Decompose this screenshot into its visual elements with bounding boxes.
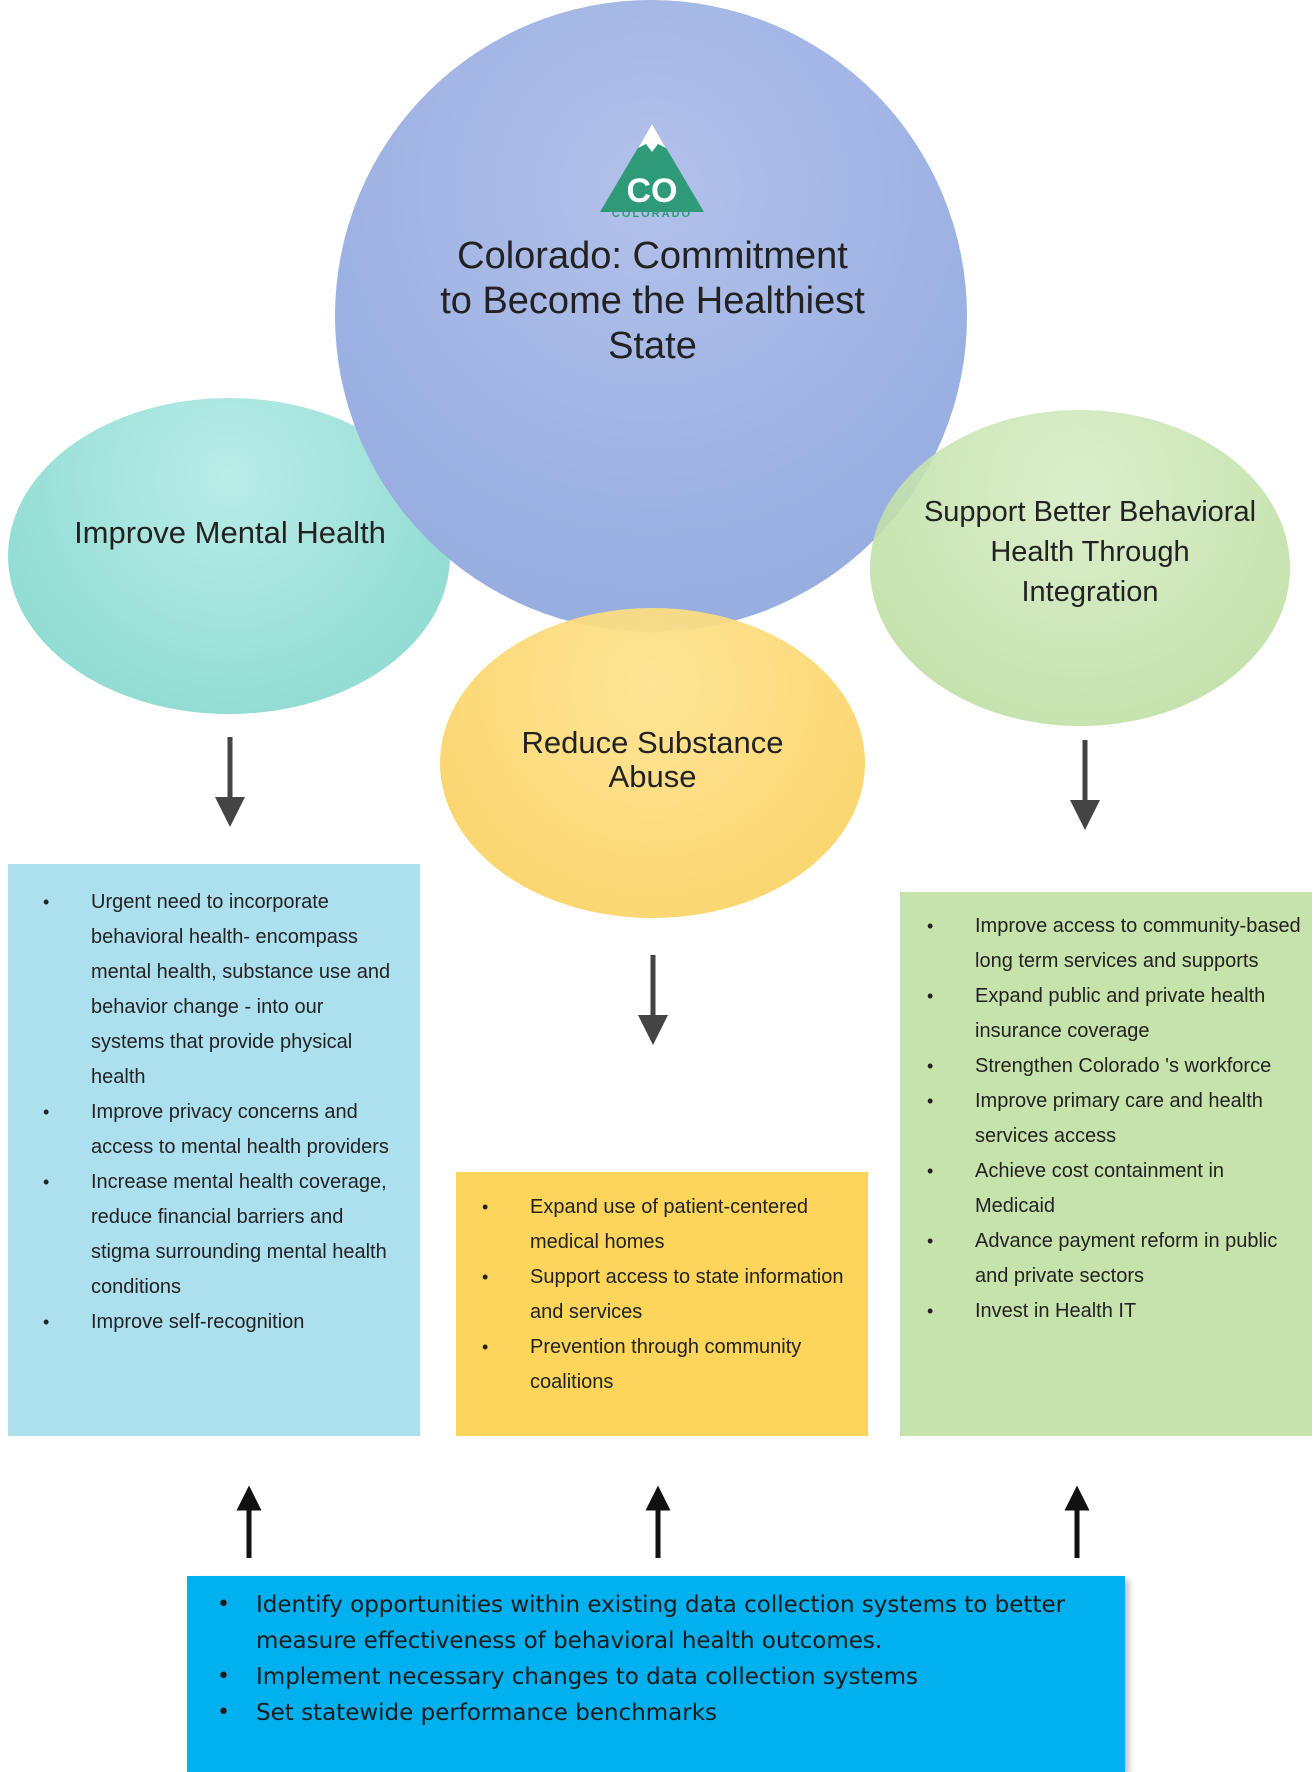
list-item: Achieve cost containment in Medicaid [927, 1154, 1302, 1224]
pillar-title-mental: Improve Mental Health [74, 515, 386, 550]
list-item: Improve primary care and health services… [927, 1084, 1302, 1154]
central-goal-title: Colorado: Commitment to Become the Healt… [440, 235, 865, 367]
list-item: Increase mental health coverage, reduce … [43, 1165, 400, 1305]
data-collection-box: Identify opportunities within existing d… [187, 1576, 1125, 1772]
colorado-mountain-logo-icon: CO [600, 124, 704, 212]
integration-circle [870, 410, 1290, 726]
logo-abbrev: CO [627, 172, 678, 210]
list-item: Identify opportunities within existing d… [217, 1587, 1105, 1659]
list-item: Urgent need to incorporate behavioral he… [43, 885, 400, 1095]
mental-health-actions-box: Urgent need to incorporate behavioral he… [8, 864, 420, 1436]
list-item: Strengthen Colorado 's workforce [927, 1049, 1302, 1084]
pillar-title-substance: Reduce Substance Abuse [521, 725, 784, 794]
logo-name: COLORADO [611, 208, 693, 220]
substance-abuse-circle [440, 608, 865, 918]
list-item: Implement necessary changes to data coll… [217, 1659, 1105, 1695]
list-item: Prevention through community coalitions [482, 1330, 848, 1400]
central-goal-circle [335, 0, 967, 632]
list-item: Improve self-recognition [43, 1305, 400, 1340]
integration-actions-box: Improve access to community-based long t… [900, 892, 1312, 1436]
pillar-title-integration: Support Better Behavioral Health Through… [923, 496, 1257, 608]
list-item: Support access to state information and … [482, 1260, 848, 1330]
list-item: Advance payment reform in public and pri… [927, 1224, 1302, 1294]
list-item: Set statewide performance benchmarks [217, 1695, 1105, 1731]
list-item: Invest in Health IT [927, 1294, 1302, 1329]
list-item: Expand public and private health insuran… [927, 979, 1302, 1049]
list-item: Expand use of patient-centered medical h… [482, 1190, 848, 1260]
substance-abuse-actions-box: Expand use of patient-centered medical h… [456, 1172, 868, 1436]
list-item: Improve privacy concerns and access to m… [43, 1095, 400, 1165]
list-item: Improve access to community-based long t… [927, 909, 1302, 979]
